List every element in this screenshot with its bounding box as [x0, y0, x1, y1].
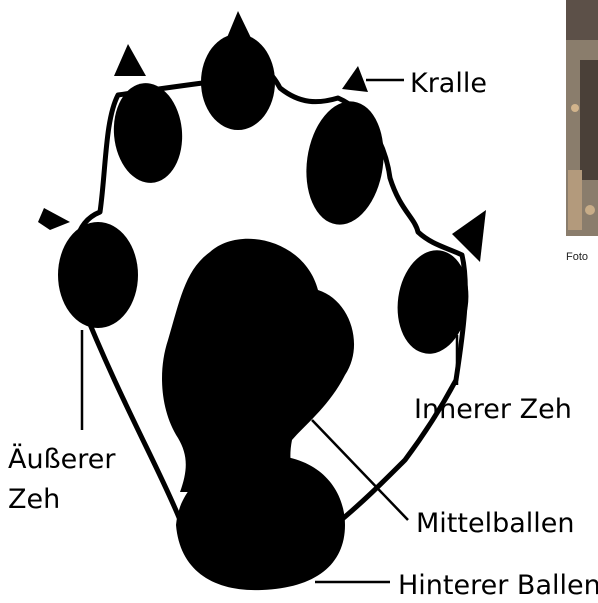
toe-pad-middle — [201, 34, 275, 130]
outer-toe-label-line2: Zeh — [8, 484, 60, 515]
photo-credit: Foto — [566, 251, 588, 263]
inner-toe-label: Innerer Zeh — [414, 394, 572, 425]
outer-toe-pad — [58, 222, 138, 328]
photo-thumbnail — [566, 0, 598, 236]
middle-pad-label: Mittelballen — [416, 508, 575, 539]
claw-icon — [342, 66, 368, 92]
middle-pad — [162, 239, 354, 492]
claw-icon — [114, 44, 146, 76]
rear-pad-label: Hinterer Ballen — [398, 570, 598, 601]
claw-icon — [38, 208, 70, 230]
claw-icon — [226, 11, 252, 40]
toe-pad-right — [299, 96, 392, 229]
claw-label: Kralle — [410, 68, 487, 99]
outer-toe-label-line1: Äußerer — [8, 443, 116, 475]
